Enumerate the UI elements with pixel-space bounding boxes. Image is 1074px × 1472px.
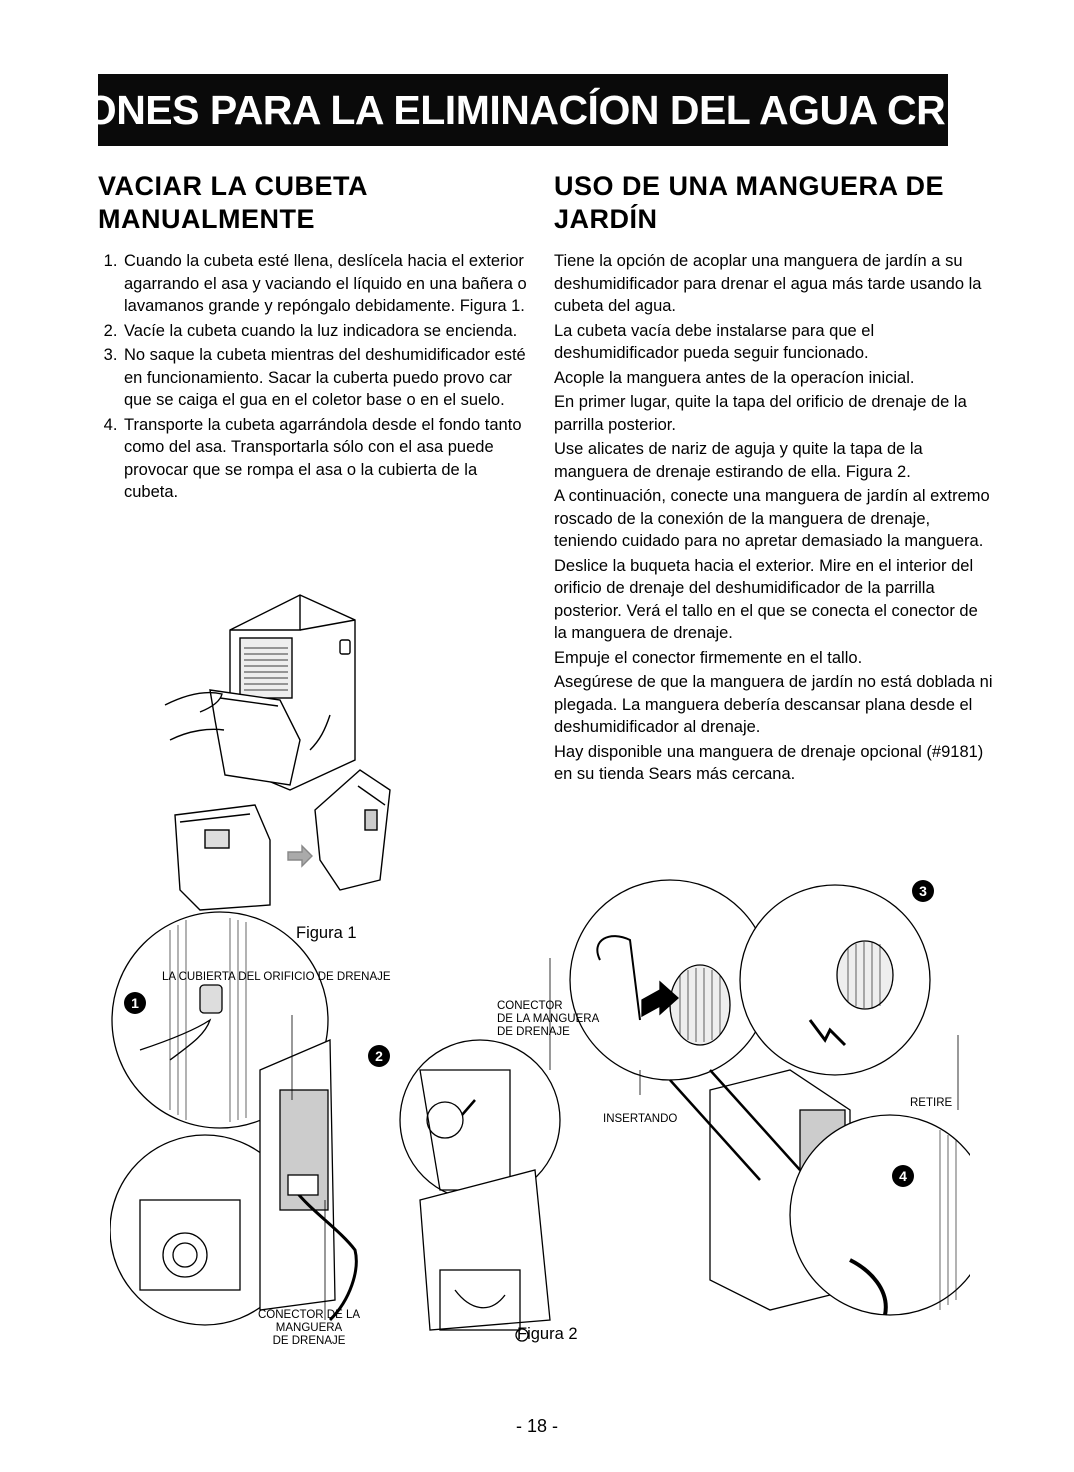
left-heading-line2: MANUALMENTE <box>98 204 315 234</box>
step-1-badge: 1 <box>124 992 146 1014</box>
list-item: Vacíe la cubeta cuando la luz indicadora… <box>122 320 528 343</box>
paragraph: Acople la manguera antes de la operacíon… <box>554 368 915 387</box>
list-item: Transporte la cubeta agarrándola desde e… <box>122 414 528 504</box>
figure2-illustration <box>110 879 970 1342</box>
right-heading-line1: USO DE UNA MANGUERA DE <box>554 171 945 201</box>
right-column: USO DE UNA MANGUERA DE JARDÍN Tiene la o… <box>554 170 994 788</box>
list-item: Cuando la cubeta esté llena, deslícela h… <box>122 250 528 318</box>
paragraph: En primer lugar, quite la tapa del orifi… <box>554 393 967 434</box>
left-heading-line1: VACIAR LA CUBETA <box>98 171 368 201</box>
instruction-list: Cuando la cubeta esté llena, deslícela h… <box>98 250 528 504</box>
paragraph: Deslice la buqueta hacia el exterior. Mi… <box>554 556 978 643</box>
step-3-badge: 3 <box>912 880 934 902</box>
figure1-illustration <box>164 594 391 911</box>
label-connector-top: CONECTOR DE LA MANGUERA DE DRENAJE <box>497 1000 600 1038</box>
list-item: No saque la cubeta mientras del deshumid… <box>122 344 528 412</box>
paragraph: Asegúrese de que la manguera de jardín n… <box>554 673 993 736</box>
paragraph: Use alicates de nariz de aguja y quite l… <box>554 440 923 481</box>
paragraph: Empuje el conector firmemente en el tall… <box>554 648 863 667</box>
paragraph: La cubeta vacía debe instalarse para que… <box>554 321 875 363</box>
figure2-caption: Figura 2 <box>517 1325 578 1343</box>
figure1-caption: Figura 1 <box>296 924 357 942</box>
left-column: VACIAR LA CUBETA MANUALMENTE Cuando la c… <box>98 170 528 506</box>
right-heading: USO DE UNA MANGUERA DE JARDÍN <box>554 170 994 236</box>
label-connector-bottom: CONECTOR DE LA MANGUERA DE DRENAJE <box>258 1309 361 1347</box>
paragraph: Tiene la opción de acoplar una manguera … <box>554 252 982 315</box>
paragraph: A continuación, conecte una manguera de … <box>554 487 990 550</box>
section-banner: OPCIONES PARA LA ELIMINACÍON DEL AGUA CR… <box>0 74 1060 146</box>
label-inserting: INSERTANDO <box>603 1113 678 1125</box>
left-heading: VACIAR LA CUBETA MANUALMENTE <box>98 170 528 236</box>
label-drain-cover: LA CUBIERTA DEL ORIFICIO DE DRENAJE <box>162 971 391 983</box>
page-number: - 18 - <box>515 1416 558 1436</box>
step-4-badge: 4 <box>892 1165 914 1187</box>
paragraph: Hay disponible una manguera de drenaje o… <box>554 742 984 784</box>
label-remove: RETIRE <box>910 1097 953 1109</box>
step-2-badge: 2 <box>368 1045 390 1067</box>
right-heading-line2: JARDÍN <box>554 204 658 234</box>
